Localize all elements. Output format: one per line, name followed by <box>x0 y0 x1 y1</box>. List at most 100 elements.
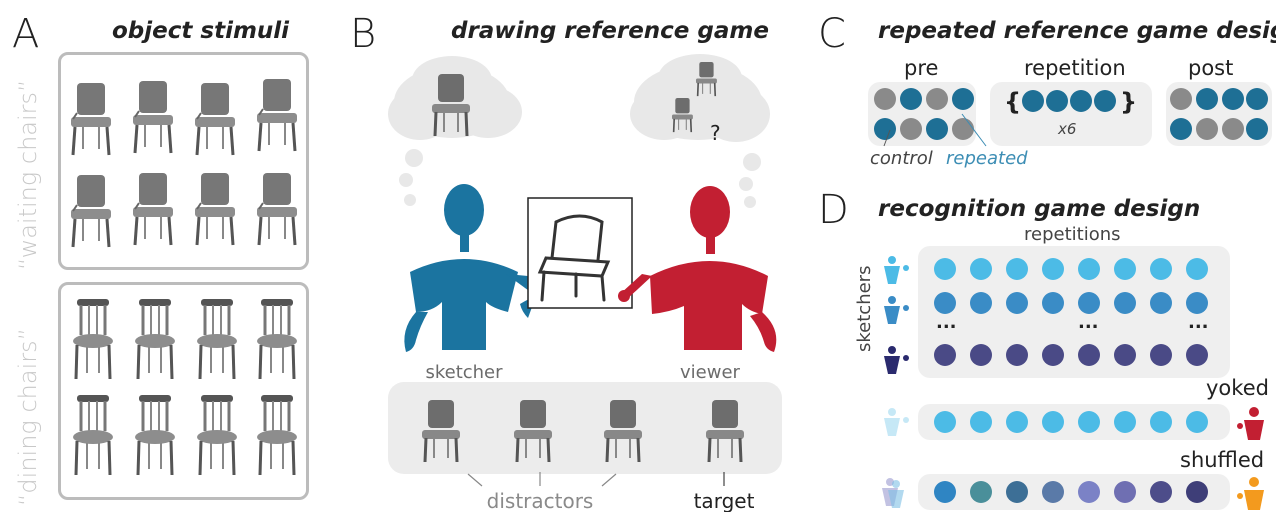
trial-dot <box>1042 258 1064 280</box>
repeated-dot <box>1196 88 1218 110</box>
chair-icon <box>71 393 115 477</box>
trial-dot <box>1186 258 1208 280</box>
repeated-dot <box>1246 118 1268 140</box>
chair-icon <box>131 171 175 247</box>
trial-dot <box>934 292 956 314</box>
brace-open: { <box>1004 88 1022 116</box>
panel-c-title: repeated reference game design <box>878 18 1276 44</box>
trial-dot <box>934 344 956 366</box>
waiting-chairs-label: “waiting chairs” <box>14 79 42 271</box>
viewer-thought-cloud <box>630 54 770 208</box>
trial-dot <box>970 258 992 280</box>
trial-dot <box>1186 411 1208 433</box>
trial-dot <box>1078 258 1100 280</box>
trial-dot <box>1186 344 1208 366</box>
dining-chairs-label: “dining chairs” <box>14 327 42 506</box>
viewer-figure <box>618 186 777 352</box>
repeated-dot <box>1222 88 1244 110</box>
control-dot <box>1196 118 1218 140</box>
brace-close: } <box>1120 88 1138 116</box>
panel-letter-d: D <box>818 187 849 233</box>
distractors-label: distractors <box>487 489 594 512</box>
trial-dot <box>1042 481 1064 503</box>
post-box <box>1166 82 1272 146</box>
trial-dot <box>1186 292 1208 314</box>
pre-box <box>868 82 976 146</box>
trial-dot <box>1186 481 1208 503</box>
shuffled-sketcher-icon <box>882 478 904 508</box>
panel-letter-b: B <box>350 11 377 57</box>
dining-chairs-grid <box>71 297 299 477</box>
sketchers-box: ... ... ... <box>918 246 1230 378</box>
repeated-label: repeated <box>946 148 1028 169</box>
sketcher-label: sketcher <box>425 362 503 383</box>
chair-icon <box>133 393 177 477</box>
repeated-dot <box>874 118 896 140</box>
yoked-sketcher-icon <box>884 408 909 436</box>
trial-dot <box>970 292 992 314</box>
trial-dot <box>1006 411 1028 433</box>
panel-letter-c: C <box>818 11 846 57</box>
control-label: control <box>870 148 933 169</box>
shuffled-viewer-icon <box>1237 477 1264 510</box>
trial-dot <box>934 258 956 280</box>
trial-dot <box>1006 292 1028 314</box>
repeated-dot <box>1022 90 1044 112</box>
repeated-dot <box>926 118 948 140</box>
trial-dot <box>1006 481 1028 503</box>
repetition-label: repetition <box>1024 56 1126 80</box>
trial-dot <box>1042 292 1064 314</box>
trial-dot <box>1150 258 1172 280</box>
chair-icon <box>71 297 115 381</box>
repeated-dot <box>1094 90 1116 112</box>
ellipsis: ... <box>936 312 957 333</box>
chair-icon <box>255 297 299 381</box>
distractor-arrows <box>467 472 617 487</box>
reference-game-illustration: ? sketcher viewer <box>388 54 782 512</box>
trial-dot <box>1006 344 1028 366</box>
trial-dot <box>1150 481 1172 503</box>
ellipsis: ... <box>1078 312 1099 333</box>
sketcher-figure-icon <box>884 296 909 324</box>
trial-dot <box>970 411 992 433</box>
repeated-dot <box>1070 90 1092 112</box>
trial-dot <box>1150 292 1172 314</box>
sketchers-label: sketchers <box>854 265 875 352</box>
control-dot <box>1222 118 1244 140</box>
ellipsis: ... <box>1188 312 1209 333</box>
trial-dot <box>934 481 956 503</box>
target-label: target <box>694 489 755 512</box>
trial-dot <box>970 344 992 366</box>
yoked-box <box>918 404 1230 440</box>
trial-dot <box>1150 344 1172 366</box>
trial-dot <box>1042 344 1064 366</box>
trial-dot <box>1114 481 1136 503</box>
repetitions-label: repetitions <box>1024 224 1121 245</box>
trial-dot <box>934 411 956 433</box>
repetition-box: { } x6 <box>990 82 1152 146</box>
panel-a-title: object stimuli <box>112 18 290 44</box>
viewer-label: viewer <box>680 362 741 383</box>
trial-dot <box>1078 481 1100 503</box>
trial-dot <box>1114 292 1136 314</box>
trial-dot <box>1114 258 1136 280</box>
chair-icon <box>195 297 239 381</box>
chair-icon <box>195 393 239 477</box>
trial-dot <box>1150 411 1172 433</box>
chair-sketch <box>537 214 611 302</box>
times-label: x6 <box>1058 120 1077 138</box>
trial-dot <box>970 481 992 503</box>
chair-icon <box>193 171 237 247</box>
waiting-chairs-box <box>58 52 309 270</box>
context-chairs-box <box>388 382 782 474</box>
trial-dot <box>1006 258 1028 280</box>
trial-dot <box>1078 292 1100 314</box>
repeated-dot <box>1246 88 1268 110</box>
trial-dot <box>1078 344 1100 366</box>
yoked-label: yoked <box>1206 376 1269 400</box>
repeated-dot <box>952 88 974 110</box>
shuffled-label: shuffled <box>1180 448 1265 472</box>
chair-icon <box>255 171 299 247</box>
callout-lines <box>883 113 987 147</box>
chair-icon <box>133 297 177 381</box>
